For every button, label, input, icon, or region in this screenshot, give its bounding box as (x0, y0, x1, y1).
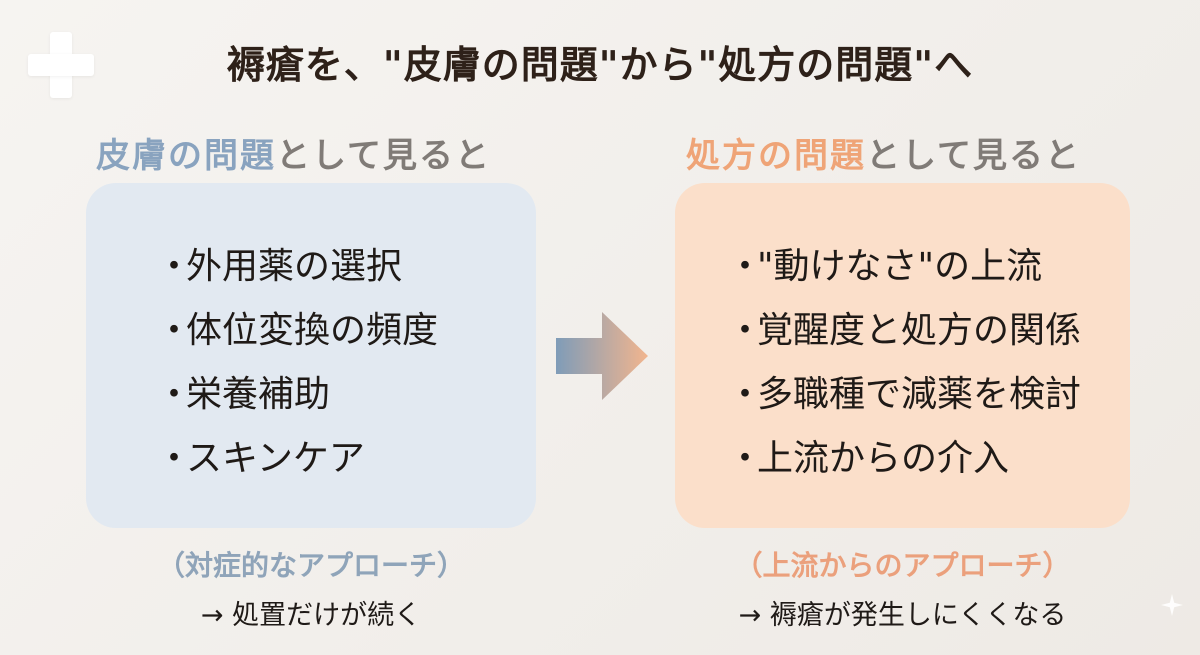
bullet: ・ (156, 374, 193, 415)
list-item-label: 上流からの介入 (757, 438, 1010, 479)
bullet: ・ (727, 246, 764, 287)
list-item-label: 多職種で減薬を検討 (757, 374, 1082, 415)
skin-problem-card: ・外用薬の選択 ・体位変換の頻度 ・栄養補助 ・スキンケア (86, 183, 536, 528)
list-item-label: 外用薬の選択 (186, 246, 403, 287)
list-item: ・上流からの介入 (727, 427, 1130, 491)
list-item: ・多職種で減薬を検討 (727, 363, 1130, 427)
right-heading-highlight: 処方の問題 (686, 136, 866, 176)
list-item-label: "動けなさ"の上流 (757, 246, 1043, 287)
list-item: ・栄養補助 (156, 363, 536, 427)
bullet: ・ (727, 310, 764, 351)
list-item-label: 栄養補助 (186, 374, 331, 415)
plus-icon (28, 32, 94, 98)
left-heading-rest: として見ると (276, 136, 491, 176)
bullet: ・ (156, 310, 193, 351)
left-subcaption: （対症的なアプローチ） (156, 549, 465, 582)
bullet: ・ (156, 246, 193, 287)
left-result: → 処置だけが続く (200, 600, 422, 631)
slide-title: 褥瘡を、"皮膚の問題"から"処方の問題"へ (226, 43, 974, 87)
arrow-right-icon (556, 312, 648, 400)
list-item-label: 体位変換の頻度 (186, 310, 439, 351)
left-heading: 皮膚の問題として見ると (96, 128, 491, 177)
bullet: ・ (156, 438, 193, 479)
list-item: ・スキンケア (156, 427, 536, 491)
list-item: ・外用薬の選択 (156, 235, 536, 299)
right-heading-rest: として見ると (866, 136, 1081, 176)
sparkle-icon (1161, 594, 1183, 616)
list-item: ・覚醒度と処方の関係 (727, 299, 1130, 363)
right-result: → 褥瘡が発生しにくくなる (738, 600, 1067, 631)
list-item: ・"動けなさ"の上流 (727, 235, 1130, 299)
list-item-label: 覚醒度と処方の関係 (757, 310, 1082, 351)
left-heading-highlight: 皮膚の問題 (96, 136, 276, 176)
prescription-problem-card: ・"動けなさ"の上流 ・覚醒度と処方の関係 ・多職種で減薬を検討 ・上流からの介… (675, 183, 1130, 528)
right-heading: 処方の問題として見ると (686, 128, 1081, 177)
right-subcaption: （上流からのアプローチ） (734, 549, 1071, 582)
bullet: ・ (727, 438, 764, 479)
list-item: ・体位変換の頻度 (156, 299, 536, 363)
list-item-label: スキンケア (186, 438, 365, 479)
bullet: ・ (727, 374, 764, 415)
